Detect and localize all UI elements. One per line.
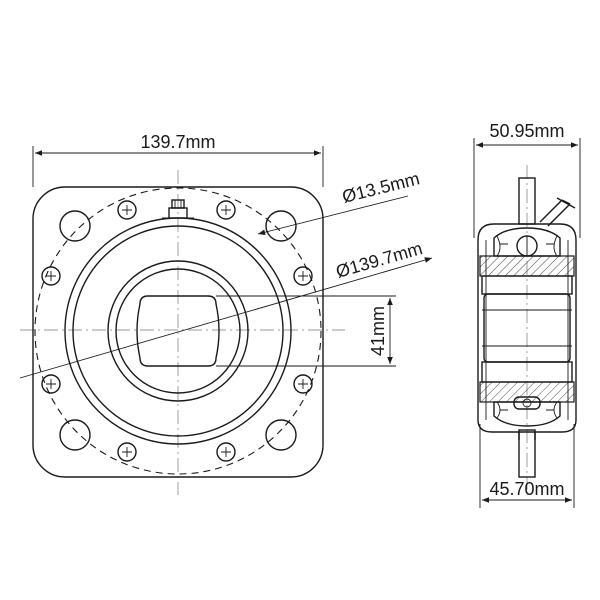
square-bore [136,295,220,367]
hole-diameter-label: Ø13.5mm [340,168,422,207]
bore-dimension: 41mm [216,295,396,367]
insert-outer-ring [107,260,249,402]
front-view [20,170,345,495]
flange-bottom-stub [518,429,536,478]
inner-ring-top-section [479,255,575,277]
bolt-circle-label: Ø139.7mm [334,238,425,282]
side-width-label: 50.95mm [489,121,564,141]
flange-outline [32,186,324,478]
mounting-holes [59,210,297,451]
side-width-dimension: 50.95mm [473,121,581,238]
small-hole-cross [46,379,56,389]
small-hole-cross [221,447,231,457]
width-label: 139.7mm [140,132,215,152]
small-hole [216,442,236,462]
hole-diameter-dimension: Ø13.5mm [257,168,422,236]
small-hole [216,200,236,220]
side-view [477,165,577,490]
top-race [493,227,561,257]
housing-body [477,223,577,433]
bore-label: 41mm [368,306,388,356]
side-inner-width-label: 45.70mm [489,479,564,499]
small-hole-cross [46,271,56,281]
small-hole [117,200,137,220]
small-hole-cross [122,447,132,457]
housing-inner-ring [72,225,284,437]
small-hole-cross [122,205,132,215]
side-inner-width-dimension: 45.70mm [479,424,575,508]
small-hole [117,442,137,462]
small-holes [41,200,313,462]
small-hole-cross [298,271,308,281]
bottom-race [493,396,561,427]
insert-inner-ring [115,268,241,394]
small-hole-cross [221,205,231,215]
small-hole-cross [298,379,308,389]
small-hole [293,266,313,286]
small-hole [293,374,313,394]
width-dimension: 139.7mm [32,132,324,187]
side-grease-fitting [539,197,576,227]
bolt-circle [34,187,322,475]
small-hole [41,266,61,286]
grease-fitting [162,199,194,219]
small-hole [41,374,61,394]
